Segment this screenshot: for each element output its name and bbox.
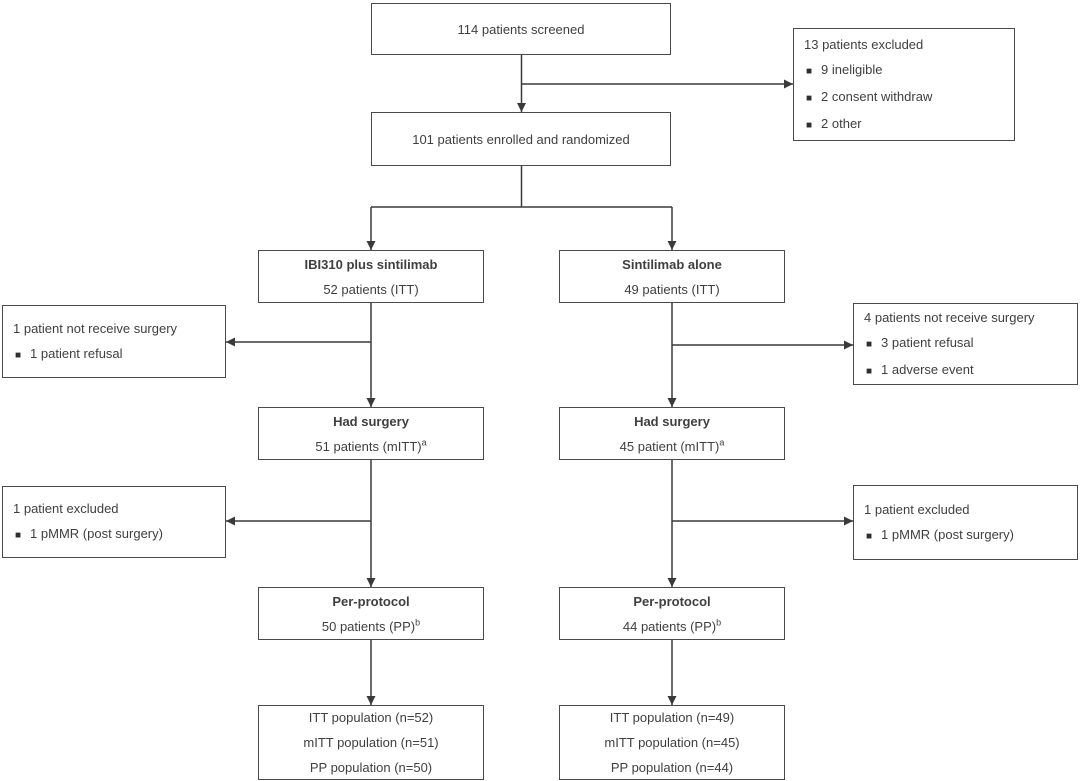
footnote-marker: b	[716, 617, 722, 628]
box-arm-sintilimab-alone: Sintilimab alone 49 patients (ITT)	[559, 250, 785, 303]
bullet-square-icon: ■	[806, 92, 813, 104]
pp-left-title: Per-protocol	[332, 593, 410, 609]
excluded-right-title: 1 patient excluded	[864, 501, 970, 517]
bullet-square-icon: ■	[15, 349, 22, 361]
list-item: ■ 2 consent withdraw	[804, 84, 1004, 111]
footnote-marker: a	[719, 437, 725, 448]
pp-right-title: Per-protocol	[633, 593, 711, 609]
list-item: ■ 9 ineligible	[804, 57, 1004, 84]
box-per-protocol-right: Per-protocol 44 patients (PP)b	[559, 587, 785, 640]
pop-right-line: ITT population (n=49)	[609, 710, 735, 725]
box-no-surgery-right: 4 patients not receive surgery ■ 3 patie…	[853, 303, 1078, 385]
pop-left-line: ITT population (n=52)	[308, 710, 434, 725]
pop-right-line: PP population (n=44)	[610, 760, 734, 775]
box-per-protocol-left: Per-protocol 50 patients (PP)b	[258, 587, 484, 640]
box-screened: 114 patients screened	[371, 3, 671, 55]
box-no-surgery-left: 1 patient not receive surgery ■ 1 patien…	[2, 305, 226, 378]
surgery-left-subtitle: 51 patients (mITT)a	[315, 437, 427, 454]
box-excluded-left: 1 patient excluded ■ 1 pMMR (post surger…	[2, 486, 226, 558]
list-item: ■ 1 adverse event	[864, 357, 1067, 384]
box-populations-left: ITT population (n=52) mITT population (n…	[258, 705, 484, 780]
box-arm-ibi310-sintilimab: IBI310 plus sintilimab 52 patients (ITT)	[258, 250, 484, 303]
arm-right-subtitle: 49 patients (ITT)	[624, 281, 720, 297]
footnote-marker: a	[421, 437, 427, 448]
arm-right-title: Sintilimab alone	[622, 256, 722, 272]
box-had-surgery-right: Had surgery 45 patient (mITT)a	[559, 407, 785, 460]
bullet-square-icon: ■	[866, 338, 873, 350]
box-populations-right: ITT population (n=49) mITT population (n…	[559, 705, 785, 780]
list-item: ■ 1 pMMR (post surgery)	[13, 521, 215, 548]
excluded-screening-item: 2 consent withdraw	[821, 88, 933, 104]
pp-left-subtitle: 50 patients (PP)b	[321, 617, 421, 634]
no-surgery-right-item: 3 patient refusal	[881, 334, 974, 350]
screened-text: 114 patients screened	[457, 21, 585, 37]
pop-left-line: mITT population (n=51)	[303, 735, 439, 750]
pop-right-line: mITT population (n=45)	[604, 735, 740, 750]
excluded-left-item: 1 pMMR (post surgery)	[30, 526, 163, 541]
box-had-surgery-left: Had surgery 51 patients (mITT)a	[258, 407, 484, 460]
enrolled-text: 101 patients enrolled and randomized	[412, 131, 630, 147]
list-item: ■ 1 patient refusal	[13, 341, 215, 368]
no-surgery-left-title: 1 patient not receive surgery	[13, 320, 178, 336]
pop-left-line: PP population (n=50)	[309, 760, 433, 775]
bullet-square-icon: ■	[866, 530, 873, 542]
surgery-right-subtitle: 45 patient (mITT)a	[619, 437, 725, 454]
list-item: ■ 1 pMMR (post surgery)	[864, 522, 1067, 549]
excluded-screening-item: 2 other	[821, 115, 862, 131]
bullet-square-icon: ■	[866, 365, 873, 377]
pp-right-subtitle: 44 patients (PP)b	[622, 617, 722, 634]
no-surgery-left-item: 1 patient refusal	[30, 345, 123, 361]
arm-left-subtitle: 52 patients (ITT)	[323, 281, 419, 297]
box-excluded-right: 1 patient excluded ■ 1 pMMR (post surger…	[853, 485, 1078, 560]
surgery-left-title: Had surgery	[333, 413, 409, 429]
bullet-square-icon: ■	[806, 65, 813, 77]
box-enrolled: 101 patients enrolled and randomized	[371, 112, 671, 166]
arm-left-title: IBI310 plus sintilimab	[304, 256, 438, 272]
no-surgery-right-item: 1 adverse event	[881, 361, 974, 377]
list-item: ■ 3 patient refusal	[864, 330, 1067, 357]
no-surgery-right-title: 4 patients not receive surgery	[864, 309, 1035, 325]
excluded-right-item: 1 pMMR (post surgery)	[881, 526, 1014, 542]
excluded-screening-title: 13 patients excluded	[804, 36, 924, 52]
list-item: ■ 2 other	[804, 111, 1004, 138]
box-excluded-screening: 13 patients excluded ■ 9 ineligible ■ 2 …	[793, 28, 1015, 141]
surgery-right-title: Had surgery	[634, 413, 710, 429]
bullet-square-icon: ■	[806, 119, 813, 131]
footnote-marker: b	[415, 617, 421, 628]
excluded-left-title: 1 patient excluded	[13, 501, 119, 516]
bullet-square-icon: ■	[15, 530, 22, 541]
excluded-screening-item: 9 ineligible	[821, 61, 883, 77]
